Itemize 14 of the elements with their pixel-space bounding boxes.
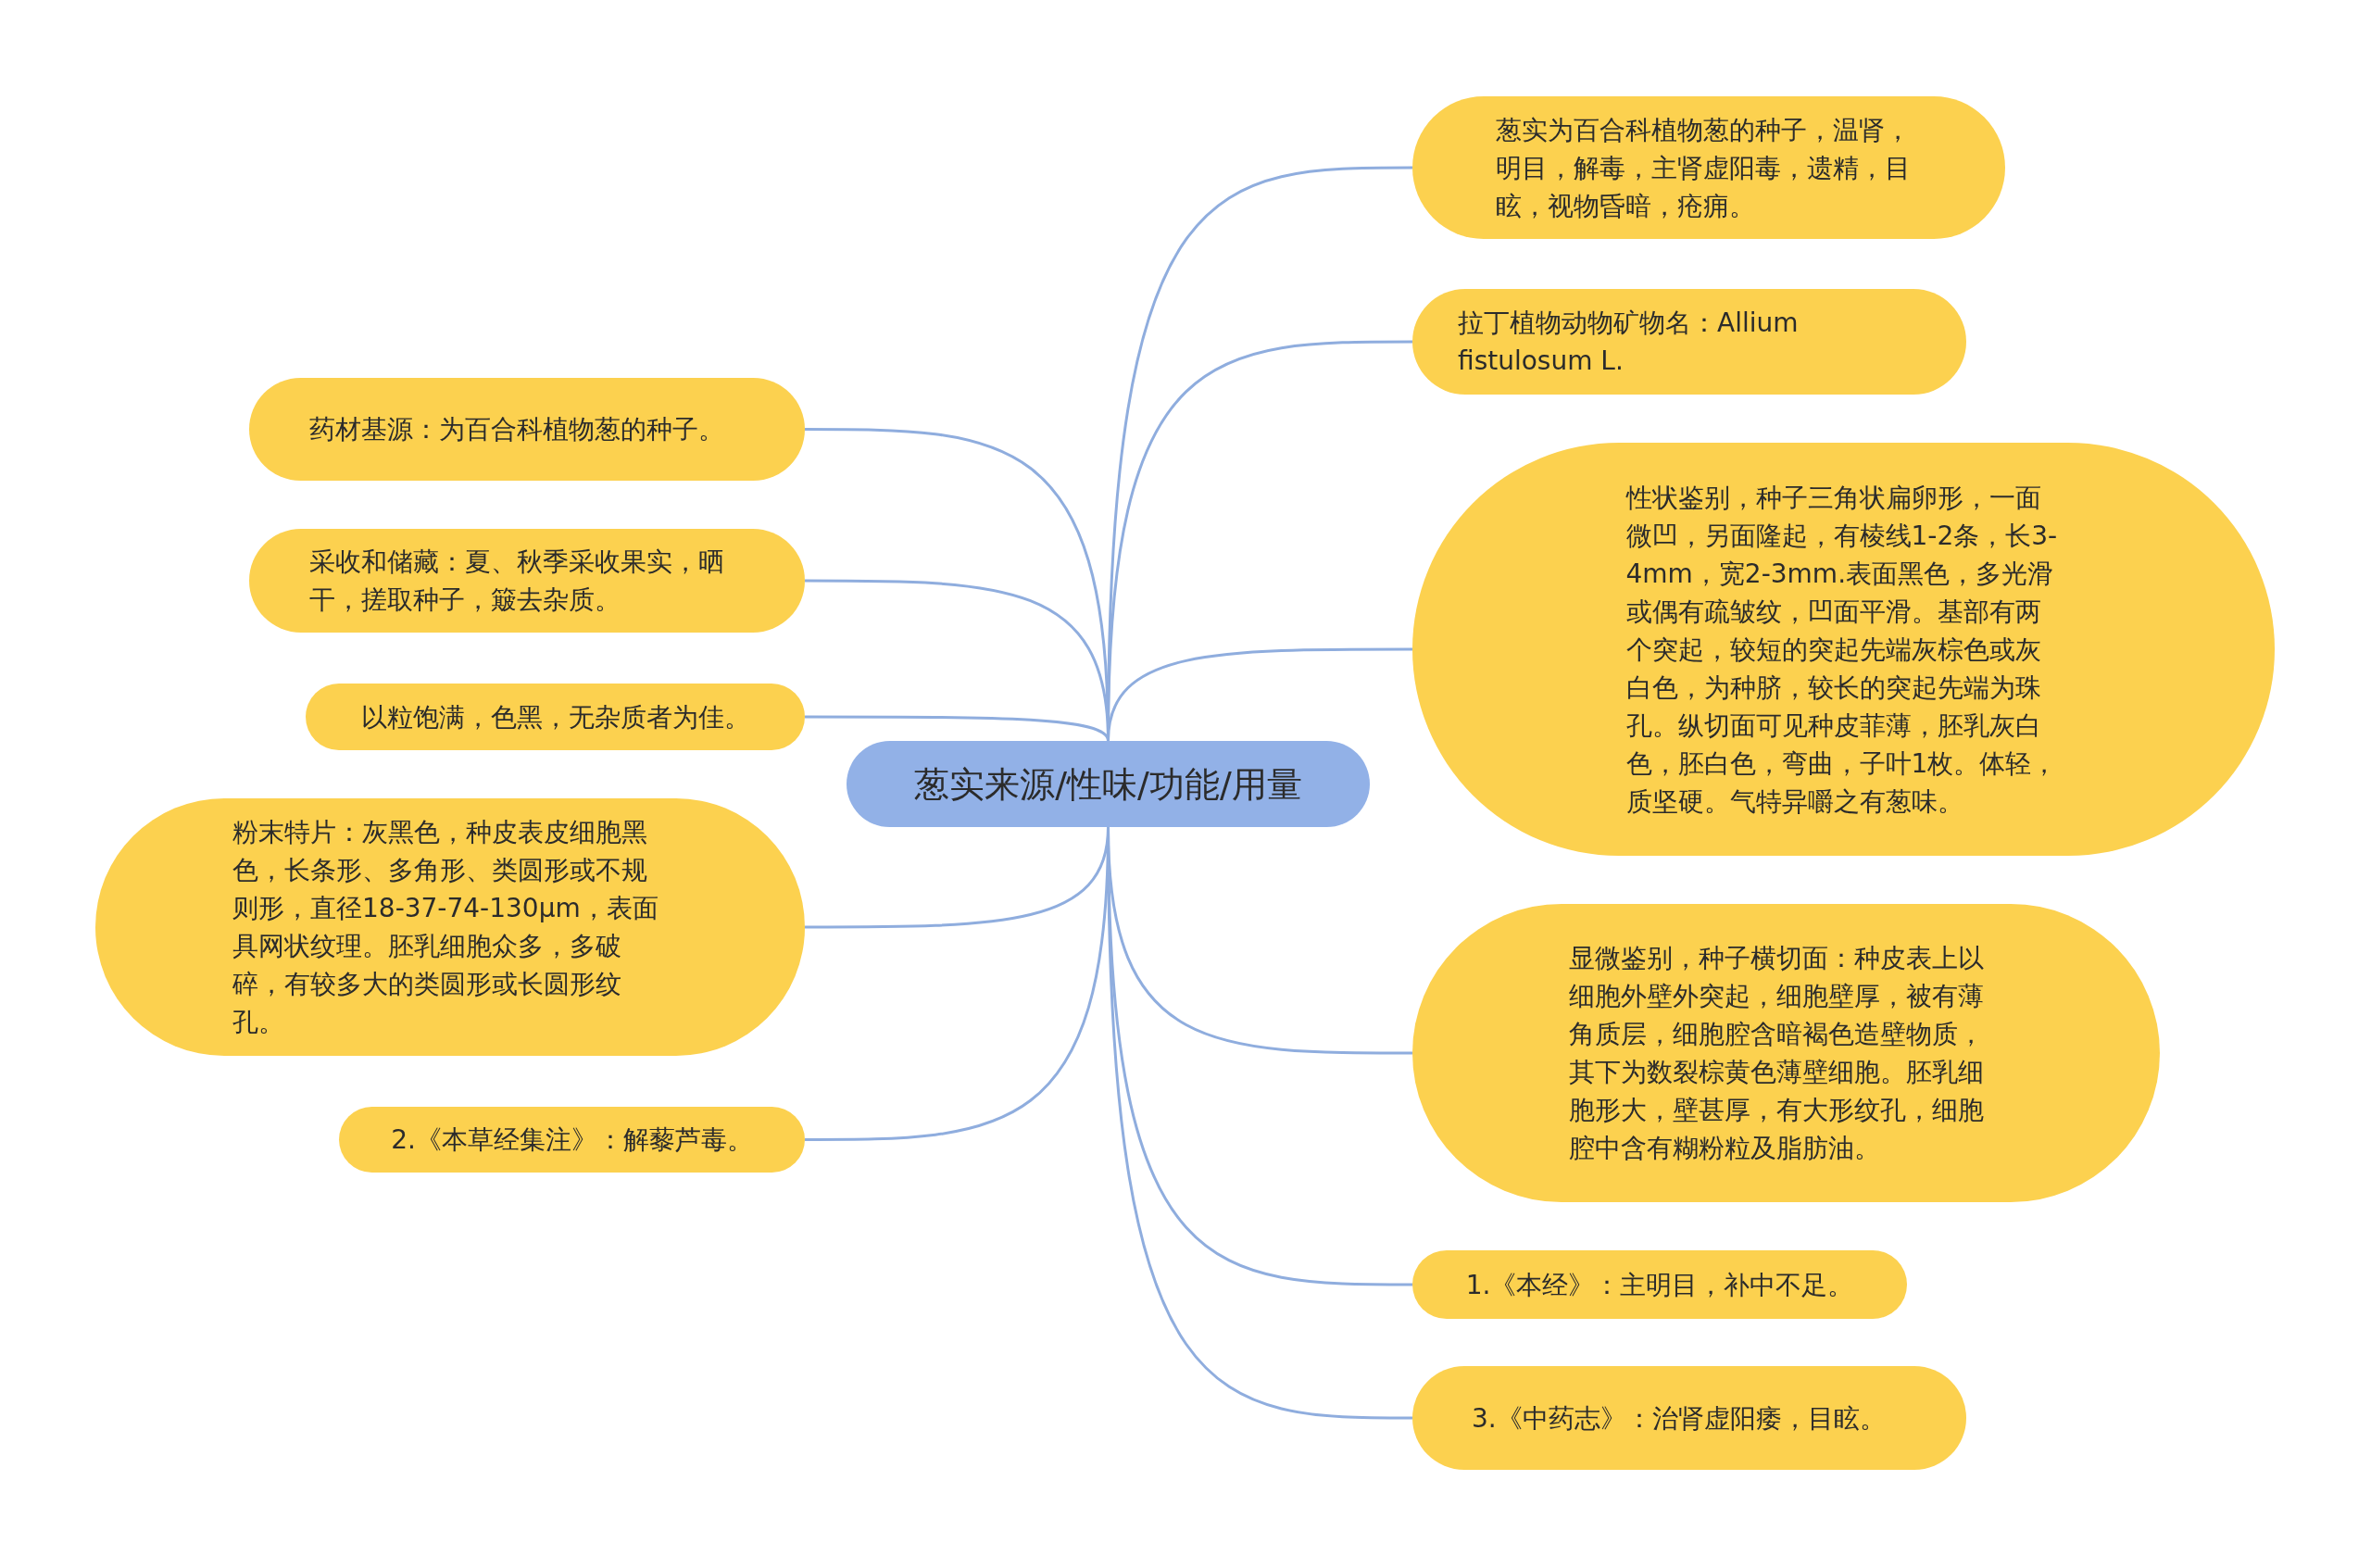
connector-line bbox=[1107, 647, 1412, 742]
topic-text: 粉末特片：灰黑色，种皮表皮细胞黑色，长条形、多角形、类圆形或不规则形，直径18-37-74-130μm，表面具网状纹理。胚乳细胞众多，多破碎，有较多大的类圆形或长圆形纹孔。 bbox=[232, 816, 659, 1039]
topic-text: 3.《中药志》：治肾虚阳痿，目眩。 bbox=[1472, 1401, 1887, 1436]
topic-text: 性状鉴别，种子三角状扁卵形，一面微凹，另面隆起，有棱线1-2条，长3-4mm，宽2-3mm.表面黑色，多光滑或偶有疏皱纹，凹面平滑。基部有两个突起，较短的突起先端灰棕色或灰白色，为种脐，较长的突起先端为珠孔。纵切面可见种皮菲薄，胚乳灰白色，胚白色，弯曲，子叶1枚。体轻，质坚硬。气特异嚼之有葱味。 bbox=[1625, 481, 2059, 819]
topic-text: 2.《本草经集注》：解藜芦毒。 bbox=[391, 1123, 753, 1157]
topic-text: 采收和储藏：夏、秋季采收果实，晒干，搓取种子，簸去杂质。 bbox=[309, 546, 725, 617]
topic-text: 1.《本经》：主明目，补中不足。 bbox=[1465, 1268, 1854, 1302]
topic-text: 药材基源：为百合科植物葱的种子。 bbox=[309, 413, 725, 446]
topic-text: 拉丁植物动物矿物名：Allium fistulosum L. bbox=[1458, 307, 1800, 378]
topic-text: 显微鉴别，种子横切面：种皮表上以细胞外壁外突起，细胞壁厚，被有薄角质层，细胞腔含暗褐色造壁物质，其下为数裂棕黄色薄壁细胞。胚乳细胞形大，壁甚厚，有大形纹孔，细胞腔中含有糊粉粒及脂肪油。 bbox=[1568, 942, 1985, 1165]
connector-line bbox=[805, 715, 1110, 742]
topic-text: 以粒饱满，色黑，无杂质者为佳。 bbox=[360, 700, 750, 734]
central-topic-text: 葱实来源/性味/功能/用量 bbox=[914, 762, 1302, 807]
topic-text: 葱实为百合科植物葱的种子，温肾，明目，解毒，主肾虚阳毒，遗精，目眩，视物昏暗，疮痈。 bbox=[1496, 113, 1912, 223]
